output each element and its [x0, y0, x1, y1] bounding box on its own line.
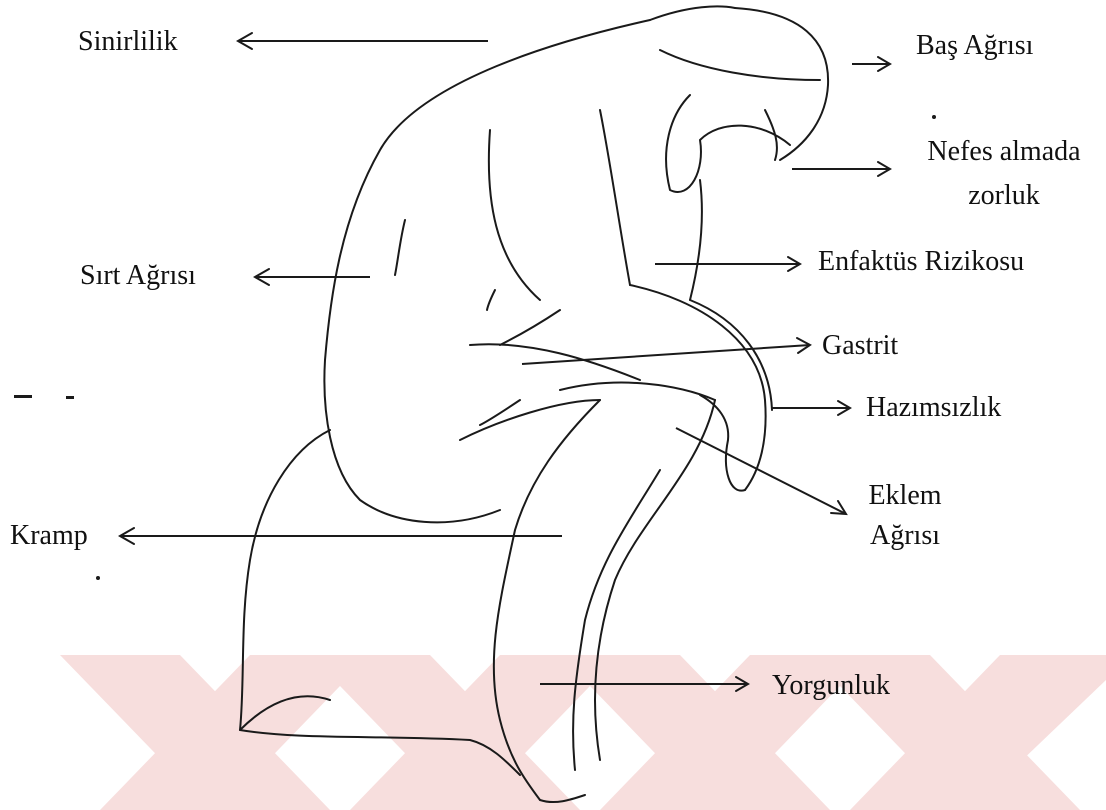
face-line — [660, 50, 820, 80]
arrow-yorgunluk — [540, 677, 748, 691]
arrow-sirt-agrisi — [255, 269, 370, 285]
label-nefes-line1: Nefes almada — [904, 136, 1104, 168]
head-outline — [735, 8, 828, 160]
thigh-bottom — [460, 400, 600, 440]
scan-specks — [14, 115, 936, 580]
label-sinirlilik: Sinirlilik — [78, 26, 178, 58]
upper-arm-outer — [600, 110, 630, 285]
label-sirt-agrisi: Sırt Ağrısı — [80, 260, 196, 292]
upper-arm-inner — [690, 180, 702, 300]
calf — [573, 470, 660, 770]
label-gastrit: Gastrit — [822, 330, 898, 362]
thigh-top — [560, 383, 715, 400]
shoulder-line — [489, 130, 540, 300]
forearm-lower — [690, 300, 772, 410]
label-nefes-line2: zorluk — [904, 180, 1104, 212]
back-outline — [324, 20, 650, 522]
belly — [500, 310, 560, 345]
chin-lines — [765, 110, 777, 160]
label-enfaktus: Enfaktüs Rizikosu — [818, 246, 1024, 278]
arrow-eklem — [676, 428, 846, 514]
label-eklem-line2: Ağrısı — [840, 520, 970, 552]
label-eklem-line1: Eklem — [840, 480, 970, 512]
head-top — [650, 6, 735, 20]
forearm — [630, 285, 766, 490]
seat-side — [240, 696, 330, 730]
arrow-kramp — [120, 528, 562, 544]
arrow-enfaktus — [655, 257, 800, 271]
arrow-nefes — [792, 162, 890, 176]
shin-front — [595, 400, 715, 760]
arrow-gastrit — [522, 338, 810, 364]
arrow-bas-agrisi — [852, 57, 890, 71]
arrow-sinirlilik — [238, 33, 488, 49]
arrow-hazimsizlik — [772, 401, 850, 415]
label-yorgunluk: Yorgunluk — [772, 670, 890, 702]
label-bas-agrisi: Baş Ağrısı — [916, 30, 1033, 62]
foot — [540, 795, 585, 802]
hand-on-chin — [666, 95, 790, 192]
label-kramp: Kramp — [10, 520, 88, 552]
shin-back — [494, 400, 600, 800]
label-hazimsizlik: Hazımsızlık — [866, 392, 1001, 424]
seat-outline — [240, 430, 520, 775]
